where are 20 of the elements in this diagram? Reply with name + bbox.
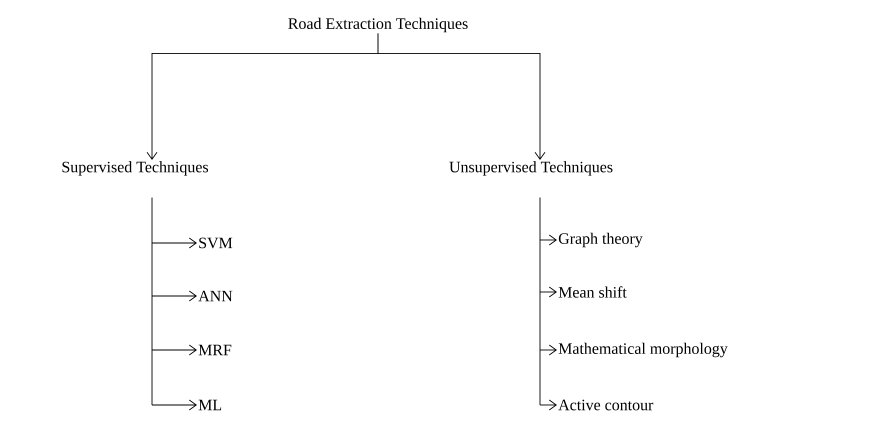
arrow — [152, 400, 198, 410]
item-text: ML — [198, 400, 222, 410]
arrow — [540, 286, 557, 298]
item-text: Mathematical morphology — [558, 342, 728, 358]
item-text: SVM — [199, 238, 232, 248]
item-text: ANN — [198, 290, 232, 302]
category-text: Supervised Techniques — [62, 161, 208, 176]
arrow — [152, 344, 198, 356]
arrow — [152, 238, 198, 248]
arrow — [540, 234, 557, 246]
category-text: Unsupervised Techniques — [449, 161, 612, 176]
item-text: MRF — [198, 344, 232, 356]
item-text: Graph theory — [558, 232, 643, 248]
heading-text: Road Extraction Techniques — [288, 18, 468, 32]
item-text: Active contour — [558, 400, 654, 410]
arrow — [540, 344, 557, 356]
arrow — [152, 290, 198, 302]
arrow — [540, 400, 557, 410]
arrow — [378, 32, 546, 160]
item-text: Mean shift — [558, 286, 627, 298]
